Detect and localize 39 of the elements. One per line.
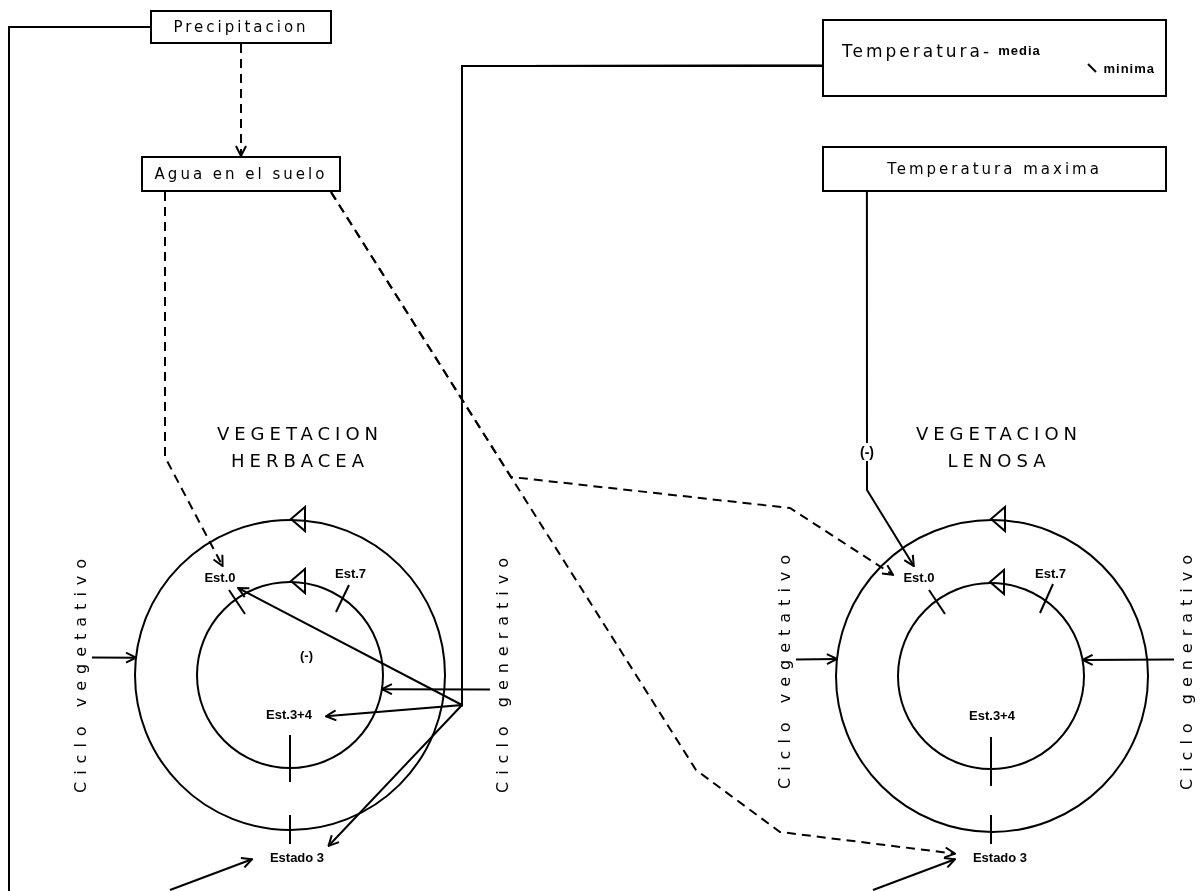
- stage-label: Est.7: [335, 566, 367, 581]
- arrow: [795, 653, 838, 666]
- arrow: [91, 651, 137, 664]
- process-box: Precipitacion: [150, 10, 332, 44]
- stage-label: Est.0: [194, 566, 246, 588]
- stage-label: Estado 3: [955, 846, 1045, 868]
- box-subtext: media: [998, 43, 1041, 58]
- stage-label: Est.3+4: [955, 704, 1029, 726]
- arrow: [169, 857, 253, 891]
- stage-label: Est.3+4: [252, 703, 326, 725]
- dashed-arrow: [164, 191, 224, 567]
- vertical-label: Ciclo generativo: [1174, 520, 1198, 817]
- arrow: [1081, 653, 1175, 666]
- process-box: [822, 19, 1167, 97]
- stage-label: Est.0: [893, 566, 945, 588]
- edge-label: (-): [858, 443, 876, 461]
- vertical-label: Ciclo vegetativo: [772, 520, 796, 817]
- arrow: [865, 191, 915, 567]
- stage-label: Est.7: [1035, 566, 1067, 581]
- ring-circle: [835, 519, 1149, 833]
- vertical-label: Ciclo vegetativo: [68, 527, 92, 817]
- ring-circle: [134, 519, 446, 831]
- stage-label: Estado 3: [252, 846, 342, 868]
- process-box: Temperatura maxima: [822, 146, 1167, 192]
- box-title: Temperatura-: [842, 40, 993, 61]
- arrow: [872, 857, 956, 891]
- arrow: [327, 64, 823, 847]
- group-title: VEGETACION HERBACEA: [215, 422, 385, 473]
- ring-circle: [196, 581, 384, 769]
- box-subtext: minima: [1103, 60, 1155, 76]
- ring-circle: [897, 582, 1085, 770]
- stage-label: (-): [300, 648, 313, 663]
- vertical-label: Ciclo generativo: [490, 527, 514, 817]
- arrow: [380, 683, 491, 696]
- connector-line: [8, 26, 151, 891]
- dashed-arrow: [235, 43, 247, 157]
- group-title: VEGETACION LENOSA: [914, 422, 1084, 473]
- dashed-arrow: [330, 191, 894, 576]
- process-box: Agua en el suelo: [141, 156, 341, 192]
